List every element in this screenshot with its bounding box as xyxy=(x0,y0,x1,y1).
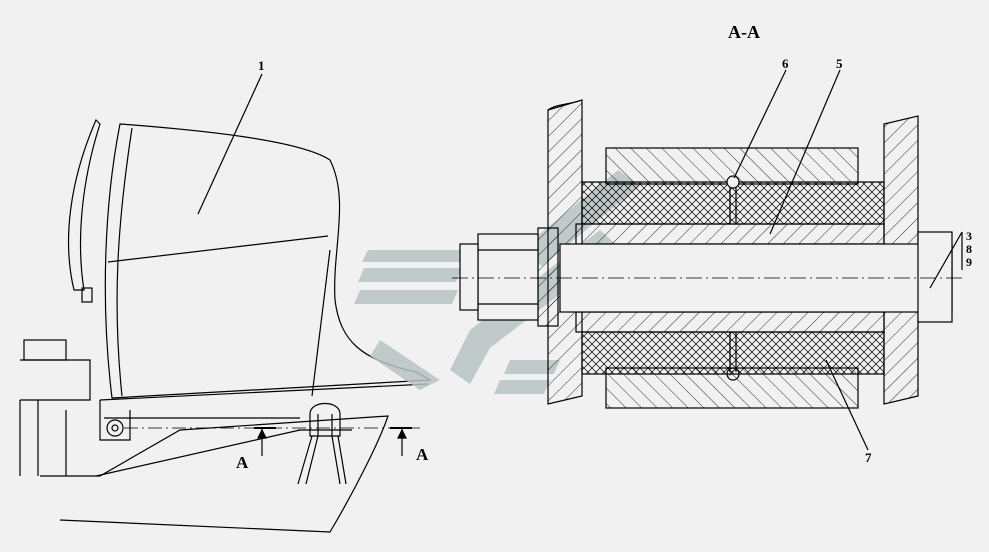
section-mark-right: A xyxy=(416,445,429,464)
callout-part-7: 7 xyxy=(865,450,872,465)
grease-nipple-bottom xyxy=(726,367,740,381)
leader-part-7 xyxy=(825,359,869,451)
callout-part-9: 9 xyxy=(966,255,972,269)
leader-part-1 xyxy=(197,73,263,215)
left-view xyxy=(19,73,433,533)
bushing-bottom xyxy=(605,367,859,409)
end-cap xyxy=(917,231,953,323)
bumper-block xyxy=(23,339,67,361)
support-bracket xyxy=(309,402,341,437)
sleeve-top xyxy=(575,223,885,245)
callout-part-5: 5 xyxy=(836,56,843,71)
chassis-bracket xyxy=(99,400,131,441)
cab-inner-line xyxy=(116,127,133,397)
section-title: A-A xyxy=(728,22,760,42)
sleeve-bottom xyxy=(575,311,885,333)
cab-window-line xyxy=(107,235,329,263)
leader-part-389 xyxy=(929,231,963,289)
section-mark-left: A xyxy=(236,453,249,472)
leader-part-6 xyxy=(733,69,787,179)
callout-part-3: 3 xyxy=(966,229,972,243)
cab-frame-outer xyxy=(67,118,101,291)
cab-body xyxy=(104,123,433,399)
callout-part-6: 6 xyxy=(782,56,789,71)
callout-part-8: 8 xyxy=(966,242,972,256)
right-view xyxy=(452,69,963,451)
cab-pillar xyxy=(311,249,331,397)
washer xyxy=(537,227,559,327)
nut xyxy=(477,233,539,321)
body-lower xyxy=(40,415,389,533)
rubber-bottom xyxy=(581,331,885,375)
callout-part-1: 1 xyxy=(258,58,265,73)
cab-latch xyxy=(81,287,93,303)
grease-nipple-top xyxy=(726,175,740,189)
hinge-pin xyxy=(106,419,124,437)
shaft xyxy=(559,243,953,313)
leader-part-5 xyxy=(769,69,841,235)
